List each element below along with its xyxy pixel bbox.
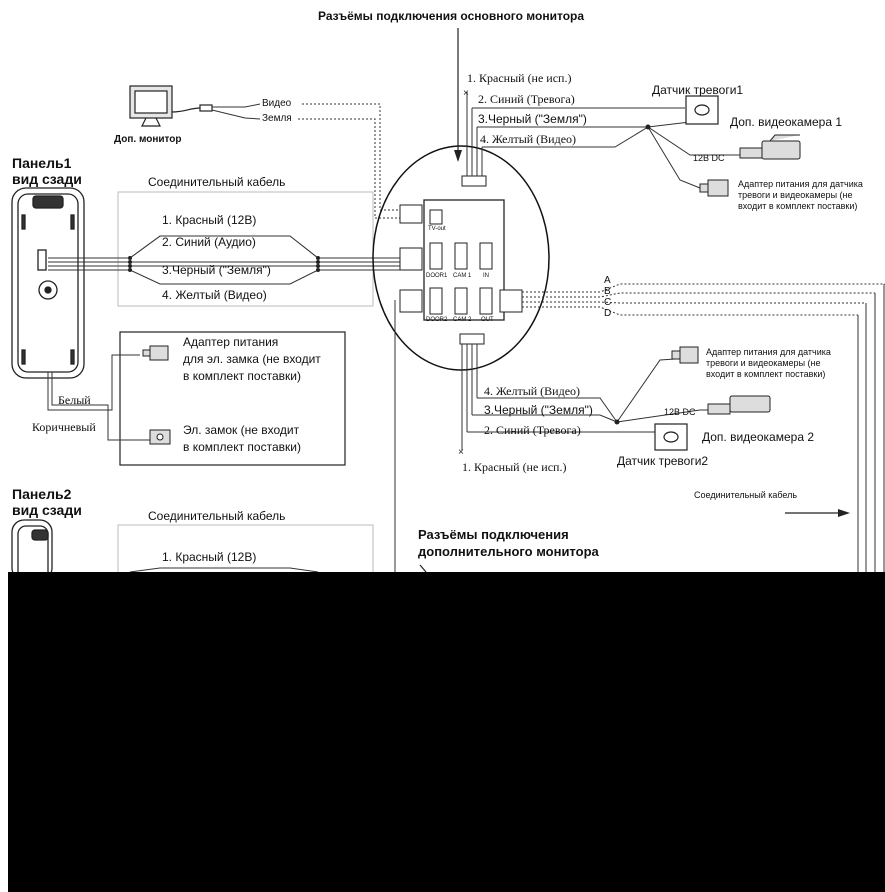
cam2-label: CAM 2	[453, 317, 472, 323]
abcd-wires	[522, 283, 885, 572]
door2-label: DOOR2	[426, 317, 448, 323]
panel1-shape	[11, 187, 85, 379]
cam2-wire-3: 3.Черный ("Земля")	[484, 403, 593, 417]
connecting-cable-right: Соединительный кабель	[694, 490, 798, 500]
svg-text:×: ×	[463, 88, 469, 99]
abcd-c: C	[604, 297, 612, 308]
camera1-label: Доп. видеокамера 1	[730, 115, 842, 129]
camera2-dc-label: 12B DC	[664, 407, 696, 417]
panel2-wire-1: 1. Красный (12В)	[162, 550, 257, 564]
camera2-adapter-icon	[671, 346, 699, 364]
camera1-dc-label: 12B DC	[693, 153, 725, 163]
panel1-cable-title: Соединительный кабель	[148, 175, 286, 189]
panel2-shape	[11, 519, 53, 581]
cam1-wire-3: 3.Черный ("Земля")	[478, 112, 587, 126]
camera1-adapter-2: тревоги и видеокамеры (не	[738, 190, 853, 200]
lock-text-2: в комплект поставки)	[183, 440, 301, 454]
brown-wire-label: Коричневый	[32, 420, 96, 434]
camera2-icon	[707, 395, 771, 415]
redacted-region	[8, 572, 885, 892]
panel2-title-2: вид сзади	[12, 502, 82, 518]
alarm-sensor1-label: Датчик тревоги1	[652, 83, 744, 97]
panel1-cable-wires	[48, 235, 400, 285]
panel1-wire-2: 2. Синий (Аудио)	[162, 235, 256, 249]
panel2-cable-title: Соединительный кабель	[148, 509, 286, 523]
lock-adapter-text-1: Адаптер питания	[183, 335, 279, 349]
main-monitor-title: Разъёмы подключения основного монитора	[318, 9, 585, 23]
cam2-wire-2: 2. Синий (Тревога)	[484, 423, 581, 437]
panel1-wire-1: 1. Красный (12В)	[162, 213, 257, 227]
monitor-icon	[129, 85, 213, 127]
door1-label: DOOR1	[426, 273, 448, 279]
alarm-sensor2-icon	[654, 423, 688, 451]
lock-text-1: Эл. замок (не входит	[183, 423, 300, 437]
panel1-wire-4: 4. Желтый (Видео)	[162, 288, 267, 302]
extra-monitor-ground-label: Земля	[262, 113, 292, 124]
extra-monitor-video-label: Видео	[262, 98, 292, 109]
white-wire-label: Белый	[58, 393, 91, 407]
panel1-wire-3: 3.Черный ("Земля")	[162, 263, 271, 277]
abcd-a: A	[604, 275, 611, 286]
camera2-adapter-3: входит в комплект поставки)	[706, 369, 826, 379]
camera1-adapter-3: входит в комплект поставки)	[738, 201, 858, 211]
camera1-icon	[739, 134, 801, 160]
cam1-wire-1: 1. Красный (не исп.)	[467, 71, 572, 85]
panel1-title-1: Панель1	[12, 155, 72, 171]
lock-icon	[149, 429, 171, 445]
svg-text:×: ×	[458, 447, 464, 458]
board	[423, 199, 505, 321]
cam2-wires	[461, 344, 735, 450]
abcd-d: D	[604, 308, 612, 319]
extra-monitor-label: Доп. монитор	[114, 134, 182, 145]
lock-adapter-icon	[142, 345, 169, 361]
lock-adapter-text-3: в комплект поставки)	[183, 369, 301, 383]
camera2-adapter-2: тревоги и видеокамеры (не	[706, 358, 821, 368]
tvout-label: TV-out	[428, 226, 446, 232]
lock-adapter-text-2: для эл. замка (не входит	[183, 352, 321, 366]
panel2-title-1: Панель2	[12, 486, 72, 502]
extra-monitor-connectors-2: дополнительного монитора	[418, 544, 599, 559]
camera2-label: Доп. видеокамера 2	[702, 430, 814, 444]
panel1-title-2: вид сзади	[12, 171, 82, 187]
camera1-adapter-icon	[699, 179, 729, 197]
extra-monitor-connectors-1: Разъёмы подключения	[418, 527, 569, 542]
in-label: IN	[483, 273, 489, 279]
lock-box	[119, 331, 346, 466]
alarm-sensor1-icon	[685, 95, 719, 125]
camera1-adapter-1: Адаптер питания для датчика	[738, 179, 863, 189]
cam1-wire-4: 4. Желтый (Видео)	[480, 132, 577, 146]
alarm-sensor2-label: Датчик тревоги2	[617, 454, 709, 468]
cam2-wire-4: 4. Желтый (Видео)	[484, 384, 581, 398]
camera2-adapter-1: Адаптер питания для датчика	[706, 347, 831, 357]
out-label: OUT	[481, 317, 494, 323]
abcd-b: B	[604, 286, 611, 297]
main-board-circle	[372, 145, 550, 371]
cam1-wire-2: 2. Синий (Тревога)	[478, 92, 575, 106]
cam2-wire-1: 1. Красный (не исп.)	[462, 460, 567, 474]
cam1-label: CAM 1	[453, 273, 472, 279]
